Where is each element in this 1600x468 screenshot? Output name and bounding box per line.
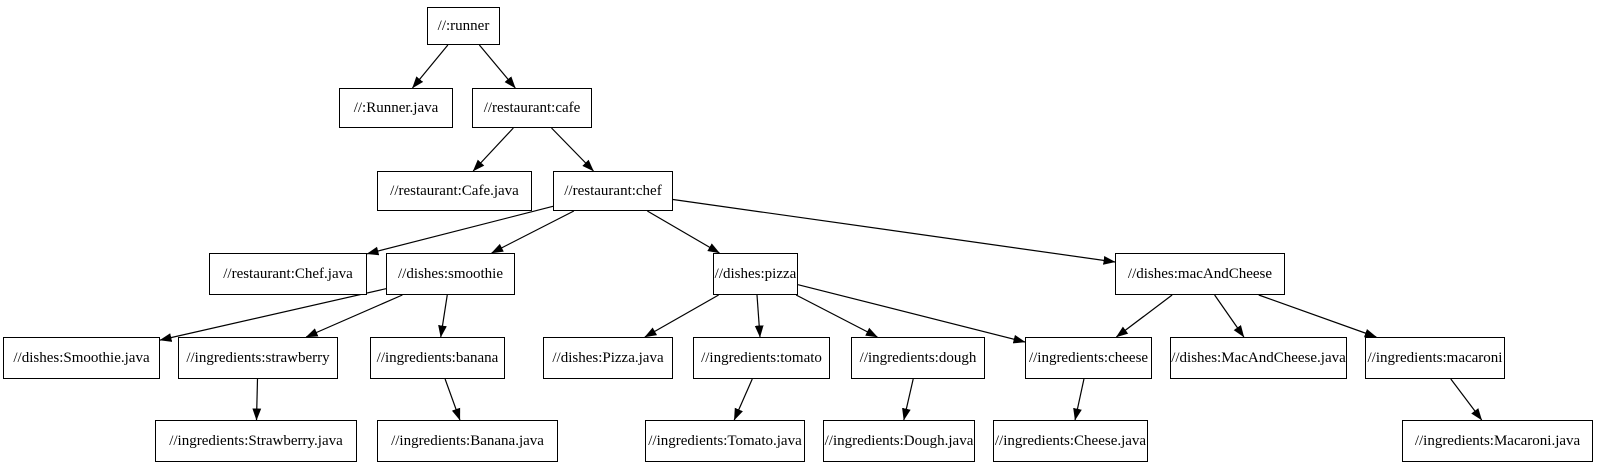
graph-node-chef: //restaurant:chef xyxy=(553,171,673,211)
graph-node-smoothie: //dishes:smoothie xyxy=(386,253,515,295)
graph-edge-smoothie-to-banana xyxy=(438,294,448,338)
graph-edge-mac-and-cheese-to-cheese xyxy=(1115,294,1173,338)
graph-edge-runner-to-cafe xyxy=(478,44,516,89)
graph-edge-mac-and-cheese-to-mac-and-cheese-java xyxy=(1214,294,1245,338)
graph-edge-strawberry-to-strawberry-java xyxy=(252,378,262,421)
graph-edge-chef-to-chef-java xyxy=(366,205,554,256)
graph-node-banana: //ingredients:banana xyxy=(370,337,505,379)
graph-edge-pizza-to-dough xyxy=(795,294,878,338)
graph-edge-chef-to-mac-and-cheese xyxy=(672,198,1116,265)
edge-group xyxy=(159,44,1483,421)
graph-node-cheese-java: //ingredients:Cheese.java xyxy=(993,420,1148,462)
graph-node-mac-and-cheese-java: //dishes:MacAndCheese.java xyxy=(1170,337,1347,379)
graph-node-macaroni-java: //ingredients:Macaroni.java xyxy=(1402,420,1593,462)
graph-node-cafe: //restaurant:cafe xyxy=(472,88,592,128)
graph-node-banana-java: //ingredients:Banana.java xyxy=(377,420,558,462)
graph-edge-macaroni-to-macaroni-java xyxy=(1450,378,1483,421)
graph-edge-banana-to-banana-java xyxy=(444,378,461,421)
graph-edge-cafe-to-chef xyxy=(551,127,594,172)
graph-node-runner-java: //:Runner.java xyxy=(339,88,453,128)
graph-edge-smoothie-to-smoothie-java xyxy=(159,288,387,342)
graph-node-mac-and-cheese: //dishes:macAndCheese xyxy=(1115,253,1285,295)
graph-edge-pizza-to-pizza-java xyxy=(644,294,719,338)
graph-node-tomato-java: //ingredients:Tomato.java xyxy=(645,420,805,462)
graph-edge-chef-to-pizza xyxy=(647,210,720,254)
graph-node-dough-java: //ingredients:Dough.java xyxy=(823,420,975,462)
graph-node-strawberry: //ingredients:strawberry xyxy=(178,337,338,379)
graph-edge-tomato-to-tomato-java xyxy=(733,378,753,421)
graph-node-macaroni: //ingredients:macaroni xyxy=(1365,337,1505,379)
graph-edge-runner-to-runner-java xyxy=(412,44,449,89)
graph-node-dough: //ingredients:dough xyxy=(851,337,985,379)
graph-node-cheese: //ingredients:cheese xyxy=(1025,337,1152,379)
graph-node-chef-java: //restaurant:Chef.java xyxy=(209,253,367,295)
graph-edge-chef-to-smoothie xyxy=(491,210,575,254)
graph-node-pizza: //dishes:pizza xyxy=(713,253,798,295)
graph-node-runner: //:runner xyxy=(427,7,500,45)
graph-node-tomato: //ingredients:tomato xyxy=(693,337,830,379)
graph-node-smoothie-java: //dishes:Smoothie.java xyxy=(3,337,160,379)
graph-node-pizza-java: //dishes:Pizza.java xyxy=(543,337,673,379)
graph-edge-cafe-to-cafe-java xyxy=(472,127,514,172)
graph-edge-smoothie-to-strawberry xyxy=(305,294,403,338)
graph-edge-dough-to-dough-java xyxy=(902,378,914,421)
graph-node-strawberry-java: //ingredients:Strawberry.java xyxy=(155,420,357,462)
graph-node-cafe-java: //restaurant:Cafe.java xyxy=(377,171,532,211)
graph-edge-pizza-to-cheese xyxy=(797,284,1026,344)
graph-edge-pizza-to-tomato xyxy=(754,294,764,338)
graph-edge-mac-and-cheese-to-macaroni xyxy=(1258,294,1377,338)
graph-edge-cheese-to-cheese-java xyxy=(1073,378,1085,421)
